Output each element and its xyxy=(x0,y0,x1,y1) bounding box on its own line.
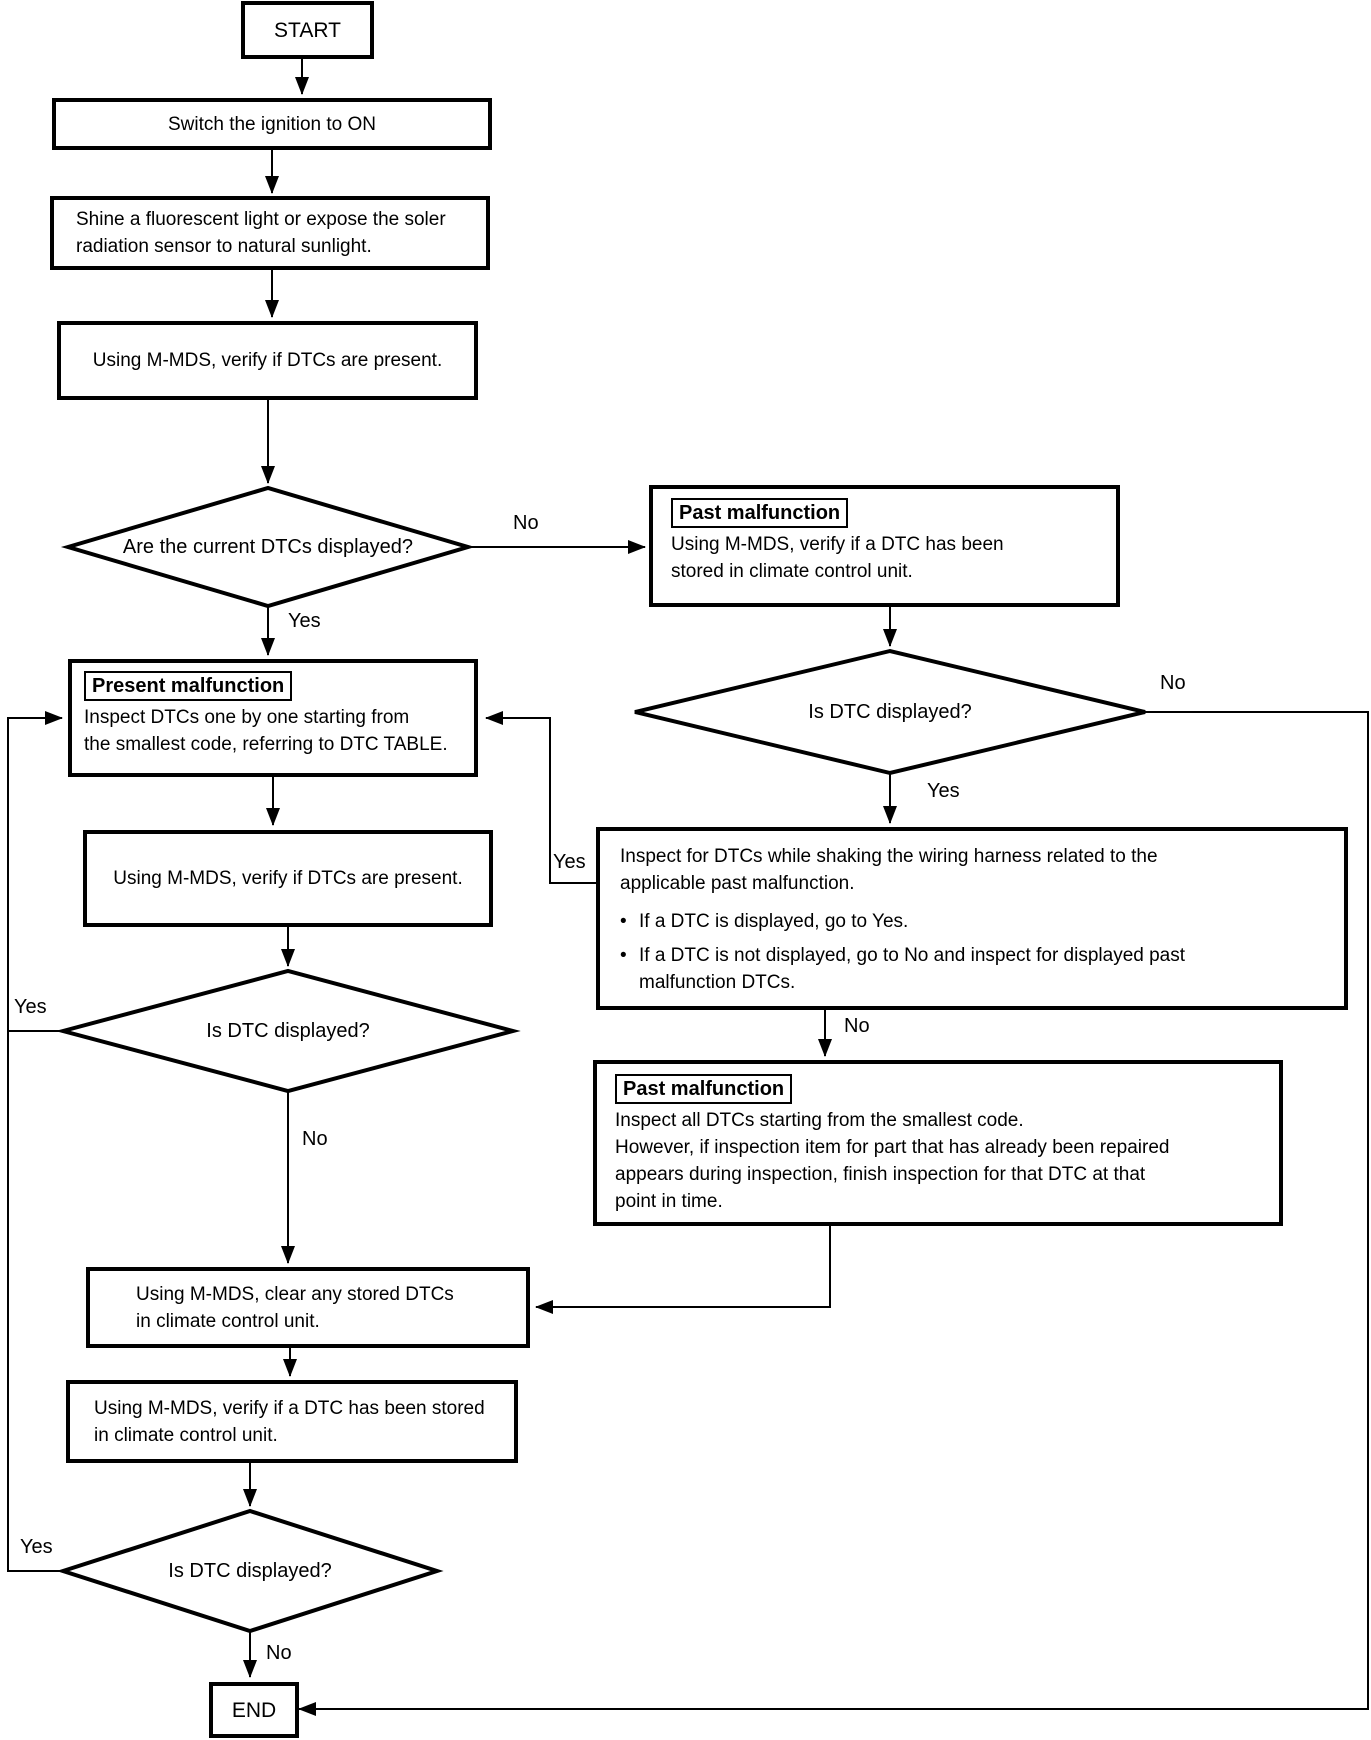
decision-dtc-displayed-left-text: Is DTC displayed? xyxy=(206,1020,370,1042)
inspect-shaking-line2: applicable past malfunction. xyxy=(620,873,855,894)
edge-inspect-yes-to-present xyxy=(485,711,596,884)
process-inspect-shaking: Inspect for DTCs while shaking the wirin… xyxy=(596,827,1348,1010)
bullet-item-line1: If a DTC is not displayed, go to No and … xyxy=(639,945,1186,966)
bullet-item-text: If a DTC is displayed, go to Yes. xyxy=(639,911,909,932)
label-yes-inspect-loop: Yes xyxy=(551,851,588,873)
edge-d3-yes-left-rail-to-present xyxy=(7,711,63,1572)
process-past-malfunction-2: Past malfunction Inspect all DTCs starti… xyxy=(593,1060,1283,1226)
process-switch-ignition-text: Switch the ignition to ON xyxy=(167,113,377,135)
past-malfunction-1-line1: Using M-MDS, verify if a DTC has been xyxy=(671,534,1004,555)
past-malfunction-1-title: Past malfunction xyxy=(671,498,849,528)
present-malfunction-line1: Inspect DTCs one by one starting from xyxy=(84,707,410,728)
verify-stored-line2: in climate control unit. xyxy=(94,1424,278,1446)
bullet-icon: • xyxy=(620,945,627,966)
inspect-shaking-bullets: • If a DTC is displayed, go to Yes. • If… xyxy=(620,908,1324,996)
diamond-dtc-displayed-bottom xyxy=(56,1508,444,1634)
process-clear-dtcs: Using M-MDS, clear any stored DTCs in cl… xyxy=(86,1267,530,1348)
start-label: START xyxy=(274,18,341,42)
present-malfunction-line2: the smallest code, referring to DTC TABL… xyxy=(84,734,448,755)
process-verify-dtcs-1-text: Using M-MDS, verify if DTCs are present. xyxy=(92,350,443,371)
process-verify-dtcs-2: Using M-MDS, verify if DTCs are present. xyxy=(83,830,493,927)
bullet-item-text: If a DTC is not displayed, go to No and … xyxy=(639,942,1185,996)
verify-stored-line1: Using M-MDS, verify if a DTC has been st… xyxy=(94,1397,485,1419)
decision-dtc-displayed-bottom-text: Is DTC displayed? xyxy=(168,1560,332,1582)
past-malfunction-1-line2: stored in climate control unit. xyxy=(671,561,913,582)
bullet-item: • If a DTC is displayed, go to Yes. xyxy=(620,908,1324,935)
process-shine-light: Shine a fluorescent light or expose the … xyxy=(50,196,490,270)
past-malfunction-2-line1: Inspect all DTCs starting from the small… xyxy=(615,1110,1024,1131)
process-shine-light-line2: radiation sensor to natural sunlight. xyxy=(76,236,372,257)
decision-dtc-displayed-right-text: Is DTC displayed? xyxy=(808,701,972,723)
label-yes-d2: Yes xyxy=(12,996,49,1018)
process-shine-light-line1: Shine a fluorescent light or expose the … xyxy=(76,209,446,230)
past-malfunction-2-line2: However, if inspection item for part tha… xyxy=(615,1137,1170,1158)
process-present-malfunction: Present malfunction Inspect DTCs one by … xyxy=(68,659,478,777)
label-no-d3: No xyxy=(264,1642,294,1664)
end-label: END xyxy=(231,1698,277,1722)
end-node: END xyxy=(209,1682,299,1738)
label-no-d1: No xyxy=(511,512,541,534)
start-node: START xyxy=(241,1,374,59)
label-no-inspect: No xyxy=(842,1015,872,1037)
bullet-item-line2: malfunction DTCs. xyxy=(639,972,796,993)
process-verify-dtcs-2-text: Using M-MDS, verify if DTCs are present. xyxy=(113,868,463,889)
label-no-d4: No xyxy=(1158,672,1188,694)
label-yes-d1: Yes xyxy=(286,610,323,632)
edge-d4-no-right-rail-to-end xyxy=(298,711,1369,1716)
bullet-item: • If a DTC is not displayed, go to No an… xyxy=(620,942,1324,996)
clear-dtcs-line1: Using M-MDS, clear any stored DTCs xyxy=(136,1283,454,1305)
clear-dtcs-line2: in climate control unit. xyxy=(136,1310,320,1332)
process-past-malfunction-1: Past malfunction Using M-MDS, verify if … xyxy=(649,485,1120,607)
process-verify-stored: Using M-MDS, verify if a DTC has been st… xyxy=(66,1380,518,1463)
decision-current-dtcs-text: Are the current DTCs displayed? xyxy=(122,536,414,558)
bullet-icon: • xyxy=(620,911,627,932)
past-malfunction-2-title: Past malfunction xyxy=(615,1074,793,1104)
present-malfunction-title: Present malfunction xyxy=(84,671,293,701)
past-malfunction-2-line3: appears during inspection, finish inspec… xyxy=(615,1164,1146,1185)
past-malfunction-2-line4: point in time. xyxy=(615,1191,723,1212)
process-verify-dtcs-1: Using M-MDS, verify if DTCs are present. xyxy=(57,321,478,400)
edge-past2-to-clear xyxy=(535,1226,831,1314)
inspect-shaking-line1: Inspect for DTCs while shaking the wirin… xyxy=(620,846,1158,867)
label-yes-d4: Yes xyxy=(925,780,962,802)
label-yes-d3: Yes xyxy=(18,1536,55,1558)
diamond-dtc-displayed-left xyxy=(55,968,521,1094)
label-no-d2: No xyxy=(300,1128,330,1150)
process-switch-ignition: Switch the ignition to ON xyxy=(52,98,492,150)
